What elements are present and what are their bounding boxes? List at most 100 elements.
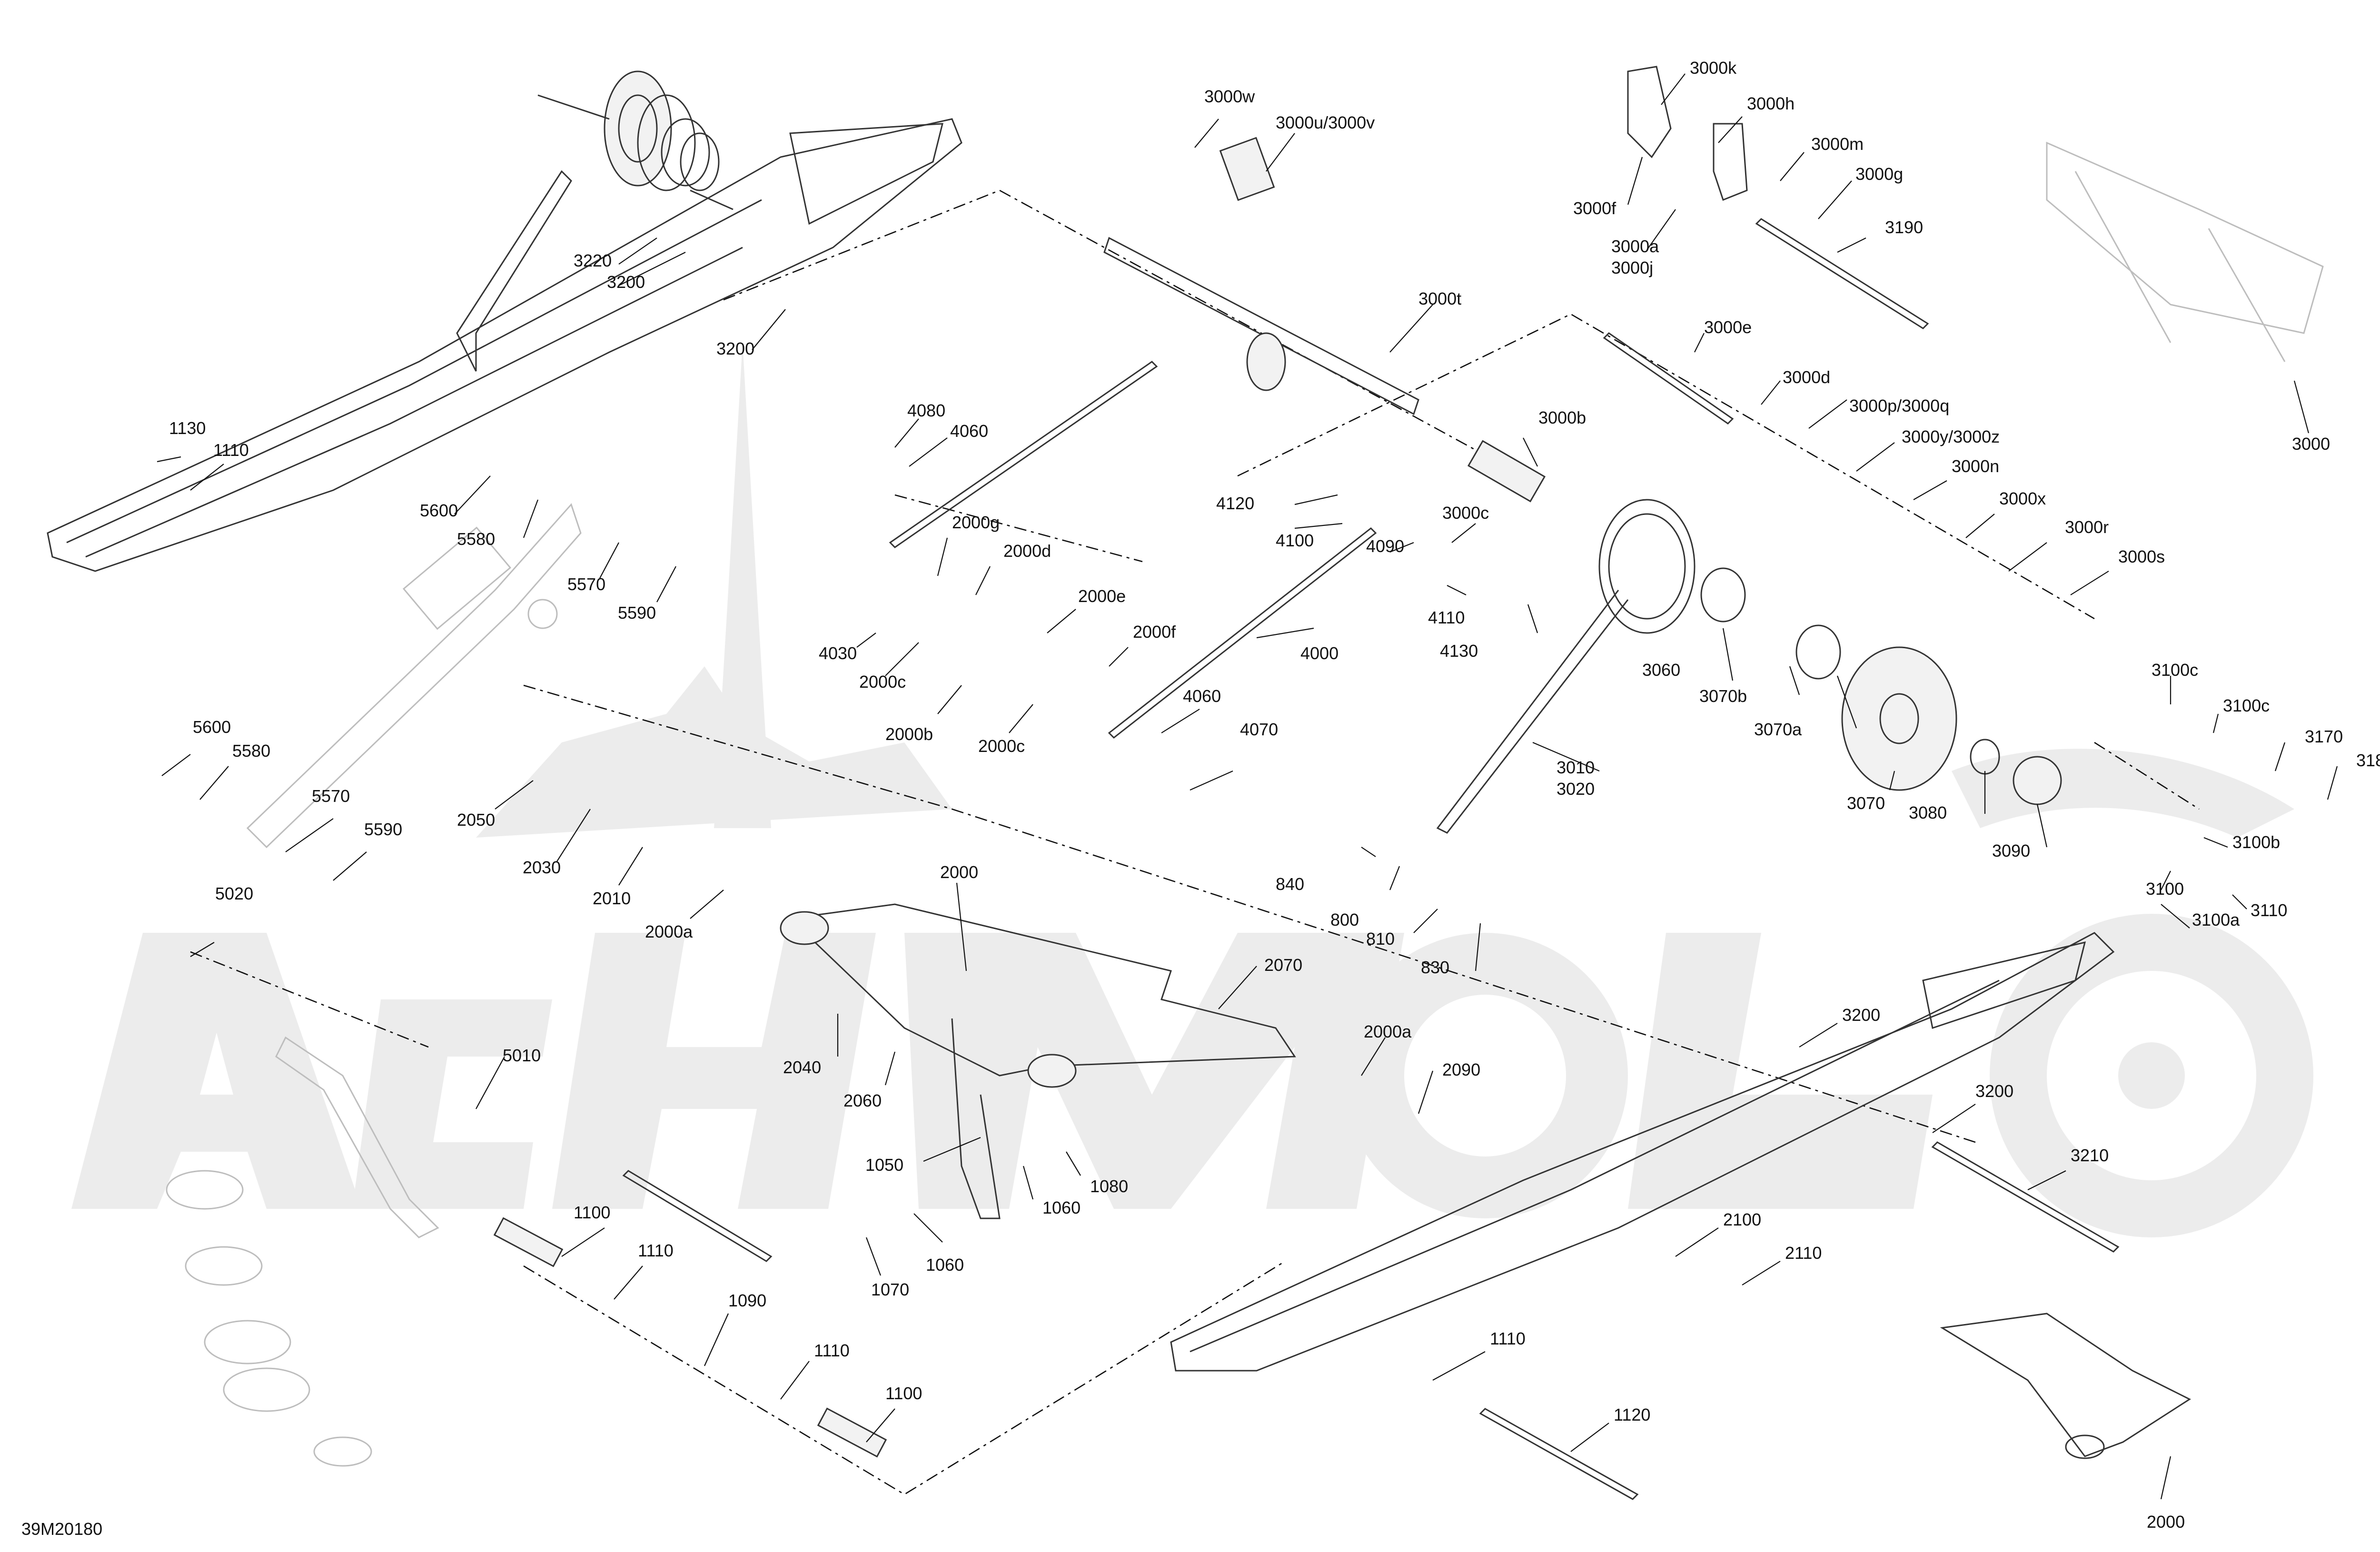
upper-idler-assembly: [537, 70, 734, 210]
callout-label: 2000: [2147, 1512, 2185, 1532]
rods-and-bolts: [493, 332, 2120, 1500]
callout-label: 2000d: [1003, 541, 1051, 561]
callout-label: 2070: [1264, 955, 1302, 975]
callout-label: 3200: [1975, 1081, 2013, 1101]
coil-spring-stack: [166, 1036, 439, 1467]
callout-label: 3100c: [2223, 696, 2270, 715]
callout-labels: 3220320032001130111056005580557055905600…: [21, 58, 2380, 1539]
callout-label: 2060: [843, 1091, 882, 1110]
callout-label: 2000c: [978, 736, 1025, 756]
callout-label: 3100a: [2192, 910, 2240, 929]
callout-label: 3070: [1847, 793, 1885, 813]
callout-label: 4070: [1240, 720, 1278, 739]
callout-label: 3070a: [1754, 720, 1802, 739]
callout-label: 3000e: [1704, 317, 1752, 337]
callout-label: 2050: [457, 810, 495, 830]
shock-absorber: [246, 503, 582, 849]
callout-label: 3000b: [1538, 408, 1586, 427]
callout-label: 1100: [574, 1203, 610, 1222]
callout-label: 1130: [169, 418, 206, 438]
callout-label: 840: [1276, 874, 1304, 894]
callout-label: 1110: [638, 1241, 674, 1260]
callout-label: 1080: [1090, 1176, 1128, 1196]
callout-label: 1110: [213, 440, 249, 460]
callout-label: 830: [1421, 958, 1449, 977]
callout-label: 3000t: [1418, 289, 1461, 308]
callout-label: 2000: [940, 862, 978, 882]
callout-label: 4120: [1216, 494, 1254, 513]
callout-label: 2090: [1442, 1060, 1480, 1079]
callout-label: 1060: [1042, 1198, 1081, 1217]
left-rail: [47, 118, 962, 572]
callout-label: 3070b: [1699, 686, 1747, 706]
callout-label: 3060: [1642, 660, 1680, 680]
callout-label: 3220: [574, 251, 612, 270]
callout-label: 3000n: [1952, 456, 1999, 476]
callout-label: 3100b: [2232, 832, 2280, 852]
callout-label: 3100: [2146, 879, 2184, 899]
callout-label: 5570: [567, 574, 605, 594]
callout-label: 3000y/3000z: [1902, 427, 2000, 446]
callout-label: 5600: [420, 501, 458, 520]
right-rail: [1170, 932, 2115, 1372]
callout-label: 2110: [1785, 1243, 1822, 1263]
callout-label: 2030: [523, 858, 561, 877]
callout-label: 4060: [1183, 686, 1221, 706]
center-shaft-assembly: [1103, 137, 1696, 834]
callout-label: 4030: [819, 643, 857, 663]
callout-label: 3000j: [1611, 258, 1653, 277]
callout-label: 3000: [2292, 434, 2330, 454]
callout-label: 1050: [865, 1155, 903, 1175]
pivot-shaft-assembly: [2046, 141, 2324, 362]
callout-label: 1060: [926, 1255, 964, 1275]
callout-label: 3110: [2251, 900, 2287, 920]
rear-wheel: [1700, 567, 2062, 805]
callout-label: 2000b: [885, 724, 933, 744]
callout-label: 1110: [814, 1341, 850, 1360]
callout-label: 2000f: [1133, 622, 1176, 642]
callout-label: 4130: [1440, 641, 1478, 661]
bracket-3000f: [1627, 66, 1929, 329]
callout-label: 1100: [885, 1384, 922, 1403]
callout-label: 3100c: [2152, 660, 2198, 680]
callout-label: 2000a: [645, 922, 693, 941]
callout-label: 3000h: [1747, 94, 1795, 113]
watermark-logo: [71, 343, 2313, 1237]
callout-label: 1120: [1614, 1405, 1650, 1424]
callout-label: 2000a: [1364, 1022, 1412, 1041]
callout-label: 2000e: [1078, 586, 1126, 606]
callout-label: 2000g: [952, 513, 1000, 532]
callout-label: 800: [1330, 910, 1359, 929]
callout-label: 5570: [312, 786, 350, 806]
callout-label: 3000g: [1855, 164, 1903, 184]
rear-arm-small: [1940, 1313, 2192, 1459]
callout-label: 2100: [1723, 1210, 1761, 1229]
callout-label: 2010: [593, 889, 631, 908]
diagram-id: 39M20180: [21, 1519, 102, 1539]
callout-label: 5020: [215, 884, 253, 903]
callout-label: 3200: [716, 339, 754, 358]
front-arm: [780, 903, 1296, 1219]
callout-label: 3000f: [1573, 198, 1616, 218]
callout-label: 3000m: [1811, 134, 1864, 154]
callout-label: 5010: [503, 1046, 541, 1065]
callout-label: 3190: [1885, 217, 1923, 237]
leader-lines: [157, 73, 2338, 1500]
callout-label: 5590: [618, 603, 656, 623]
callout-label: 3200: [607, 272, 645, 292]
callout-label: 3170: [2305, 727, 2343, 746]
callout-label: 3000r: [2065, 517, 2109, 537]
callout-label: 810: [1366, 929, 1395, 949]
callout-label: 3200: [1842, 1005, 1880, 1025]
callout-label: 3000u/3000v: [1276, 113, 1375, 132]
callout-label: 5580: [232, 741, 270, 761]
callout-label: 3000a: [1611, 237, 1659, 256]
callout-label: 1090: [728, 1291, 766, 1310]
callout-label: 3000w: [1204, 87, 1255, 106]
callout-label: 3000x: [1999, 489, 2046, 508]
callout-label: 3000d: [1783, 367, 1830, 387]
callout-label: 5580: [457, 529, 495, 549]
callout-label: 5590: [364, 820, 402, 839]
